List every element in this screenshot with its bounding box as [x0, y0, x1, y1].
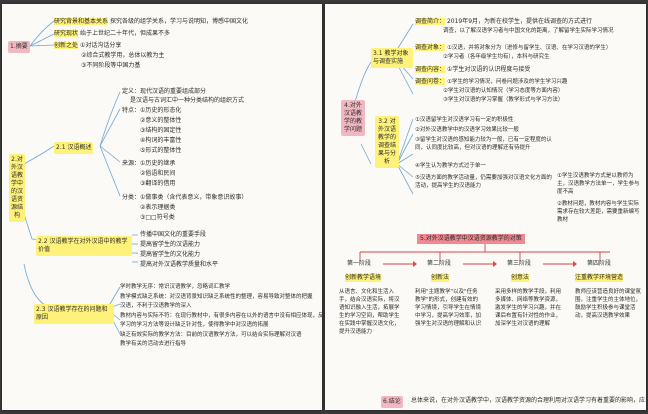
sec32-analysis: ②教材问题，教材内容与学生实际需求存在较大差距，需要重新编写教材 [557, 201, 640, 223]
flow-head: 创新法 [431, 274, 450, 282]
sec3-line: ①学生的学习情况，问卷问题涉及的学生学习兴趣 [446, 79, 568, 85]
intro-row: 研究背景和基本关系 探究各级的组学关系，学习与说明知，博感中国文化 [54, 18, 248, 26]
branch3-item: 教学模式缺乏系统：对汉语背景知识缺乏系统性的整理，容易导致对整体的把握 [120, 294, 313, 300]
sec3-line: 2019年9月，为新在校学生，提供在线调查的方式进行 [446, 18, 593, 25]
intro-text: 始于上世纪二十年代，但成果不多 [79, 30, 170, 37]
branch3-title: 2.3 汉语教学存在的问题和原因 [34, 304, 114, 324]
branch1-def: 是汉语与古词汇中一种分类结构的组织方式 [130, 97, 245, 104]
sec32-item: ④学生认为教学方式过于单一 [415, 163, 486, 169]
right-notebook-page: 3.1 教学对象与调查实施 调查简介： 2019年9月，为新在校学生，提供在线调… [325, 4, 646, 410]
branch3-item: 学时教学无序：常识汉语教学，忽略词汇教学 [120, 284, 231, 290]
sec32-analysis: ①学生汉语教学方式是以教师为主，汉语教学方法单一，学生参与度不高 [557, 173, 640, 195]
conclusion-text: 总体来说，在对外汉语教学中，汉语教学资源的合理利用对汉语学习有着重要的影响，应当… [411, 397, 646, 404]
sec32-item: ③留学生对汉语的感知能力较为一般，已有一定程度的认同，认同度比较高，但对汉语的理… [415, 137, 552, 151]
sec3-line: ③学生对汉语的学习掌握（教学形式与学习方法） [443, 97, 564, 103]
intro-text: ③不同阶段等中国力基 [81, 62, 141, 69]
trait-item: ②意义的整体性 [140, 117, 182, 124]
intro-label: 研究现状 [54, 30, 79, 37]
sec3-line: ①学生对汉语的认识程度与接受 [446, 66, 531, 73]
trait-item: ③结构的固定性 [140, 127, 182, 134]
intro-text: ①对话沟话分享 [79, 42, 122, 49]
branch2-title: 2.2 汉语教学在对外汉语中的教学价值 [36, 236, 132, 256]
sec3-line: 调查，以了解汉语学习者与中国文化的距离，了解留学生实际学习情况 [443, 28, 614, 34]
traits-label: 特点： [122, 107, 141, 114]
sources-label: 来源： [122, 160, 141, 167]
source-item: ③翻译的借用 [140, 180, 176, 187]
intro-row: 创新之处 ①对话沟话分享 [54, 42, 121, 50]
sec32-item: ①汉语留学生对汉语学习有一定的积极性 [415, 117, 514, 123]
right-root-node: 4.对外汉语教学的教学问题 [341, 100, 365, 136]
sec3-title: 3.1 教学对象与调查实施 [371, 48, 413, 68]
intro-label: 创新之处 [54, 42, 79, 49]
flow-step: 第一阶段 [347, 260, 372, 267]
flow-body: 利用"主题教学"以及"任务教学"的形式，创建有效的学习情境，引导学生在情境中学习… [415, 289, 482, 327]
flow-step: 第三阶段 [507, 260, 532, 267]
class-item: ③□□符号类 [140, 214, 175, 221]
branch2-item: 提高留学生的文化能力 [140, 251, 201, 258]
conclusion-badge: 6.结论 [381, 396, 403, 408]
intro-text: ②综合式教学用，总体以教为主 [81, 52, 165, 59]
intro-badge: 1.摘要 [8, 41, 30, 53]
flow-body: 从语言、文化和生活入手，结合汉语实际，将汉语知识融入生活，拓展学生的学习空间，帮… [339, 289, 400, 335]
branch3-item: 学习的学习方法等设计缺乏针对性，使得教学中对汉语的拓展 [120, 322, 269, 328]
flow-step: 第四阶段 [587, 260, 612, 267]
flow-step: 第二阶段 [427, 260, 452, 267]
branch2-item: 传播中国文化的重要手段 [140, 231, 207, 238]
branch3-item: 缺乏有效实际的教学方法：目前的汉语教学方法，可以结合实际理解对汉语 [120, 332, 302, 338]
sec3-item: 调查内容： ①学生对汉语的认识程度与接受 [415, 66, 530, 74]
sec3-label: 调查问卷： [415, 78, 446, 85]
flow-body: 采用多样的教学手段，利用多媒体、网络等教学资源，激发学生的学习兴趣，并在课后布置… [495, 289, 562, 327]
sec32-item: ⑤汉语方面的教学活动量，仍需要加强对汉语文化方面的活动，提高学生的汉语能力 [415, 175, 552, 189]
flow-head: 创意法 [511, 274, 530, 282]
left-root-node: 2.对外汉语教学中的汉语资源结构 [9, 154, 25, 222]
branch1-def: 定义：现代汉语的重要组成部分 [122, 88, 207, 95]
sec3-line: ②学生对汉语的认知情况（学习态度等方面内容） [443, 88, 564, 94]
class-label: 分类： [122, 194, 141, 201]
branch3-item: 教材内容与实际不符：在现行教材中，有很多内容在以外的语言中没有相应体现，反而与此… [120, 313, 322, 319]
sec32-title: 3.2 对外汉语教学的调查结果与分析 [375, 116, 399, 168]
flow-title: 5.对外汉语教学中汉语资源教学的对策 [417, 234, 525, 244]
class-item: ①做事类（含代表意义，带象意识故事） [140, 194, 248, 201]
sec3-label: 调查对象： [415, 44, 446, 51]
trait-item: ④构词的丰富性 [140, 137, 182, 144]
sec3-line: ②学习者（各年级学生均有），本科与研究生 [443, 54, 550, 60]
source-item: ①历史的继承 [140, 160, 176, 167]
sec3-label: 调查内容： [415, 66, 446, 73]
intro-label: 研究背景和基本关系 [54, 18, 109, 25]
sec32-item: ②对外汉语教学中的汉语学习效果比较一般 [415, 127, 519, 133]
trait-item: ⑤形式的整体性 [140, 147, 182, 154]
trait-item: ①历史的形态化 [140, 107, 182, 114]
branch3-item: 教学有关的活动去进行指导 [120, 341, 187, 347]
intro-text: 探究各级的组学关系，学习与说明知，博感中国文化 [109, 18, 248, 25]
intro-row: 研究现状 始于上世纪二十年代，但成果不多 [54, 30, 170, 38]
class-item: ②表示理据类 [140, 204, 176, 211]
branch1-title: 2.1 汉语概述 [54, 142, 94, 154]
sec3-line: ①汉语，并将对象分为（进修与留学生、汉语、在学习汉语的学生） [446, 45, 612, 51]
sec3-item: 调查简介： 2019年9月，为新在校学生，提供在线调查的方式进行 [415, 18, 592, 26]
left-notebook-page: 1.摘要 研究背景和基本关系 探究各级的组学关系，学习与说明知，博感中国文化 研… [2, 4, 322, 410]
sec3-label: 调查简介： [415, 18, 446, 25]
source-item: ②俗语和民间 [140, 170, 176, 177]
flow-head: 创新教学语境 [345, 274, 382, 282]
branch3-item: 汉语，不利于汉语教学的深入 [120, 303, 192, 309]
sec3-item: 调查问卷： ①学生的学习情况，问卷问题涉及的学生学习兴趣 [415, 78, 567, 86]
sec3-item: 调查对象： ①汉语，并将对象分为（进修与留学生、汉语、在学习汉语的学生） [415, 44, 611, 52]
branch2-item: 提高对外汉语教学质量和水平 [140, 261, 219, 268]
flow-head: 注重教学环境营造 [575, 274, 624, 282]
branch2-item: 提高留学生的汉语能力 [140, 241, 201, 248]
flow-body: 教师应该营造良好的课堂氛围，注重学生的主体地位，鼓励学生积极参与课堂活动，提高汉… [575, 289, 642, 319]
